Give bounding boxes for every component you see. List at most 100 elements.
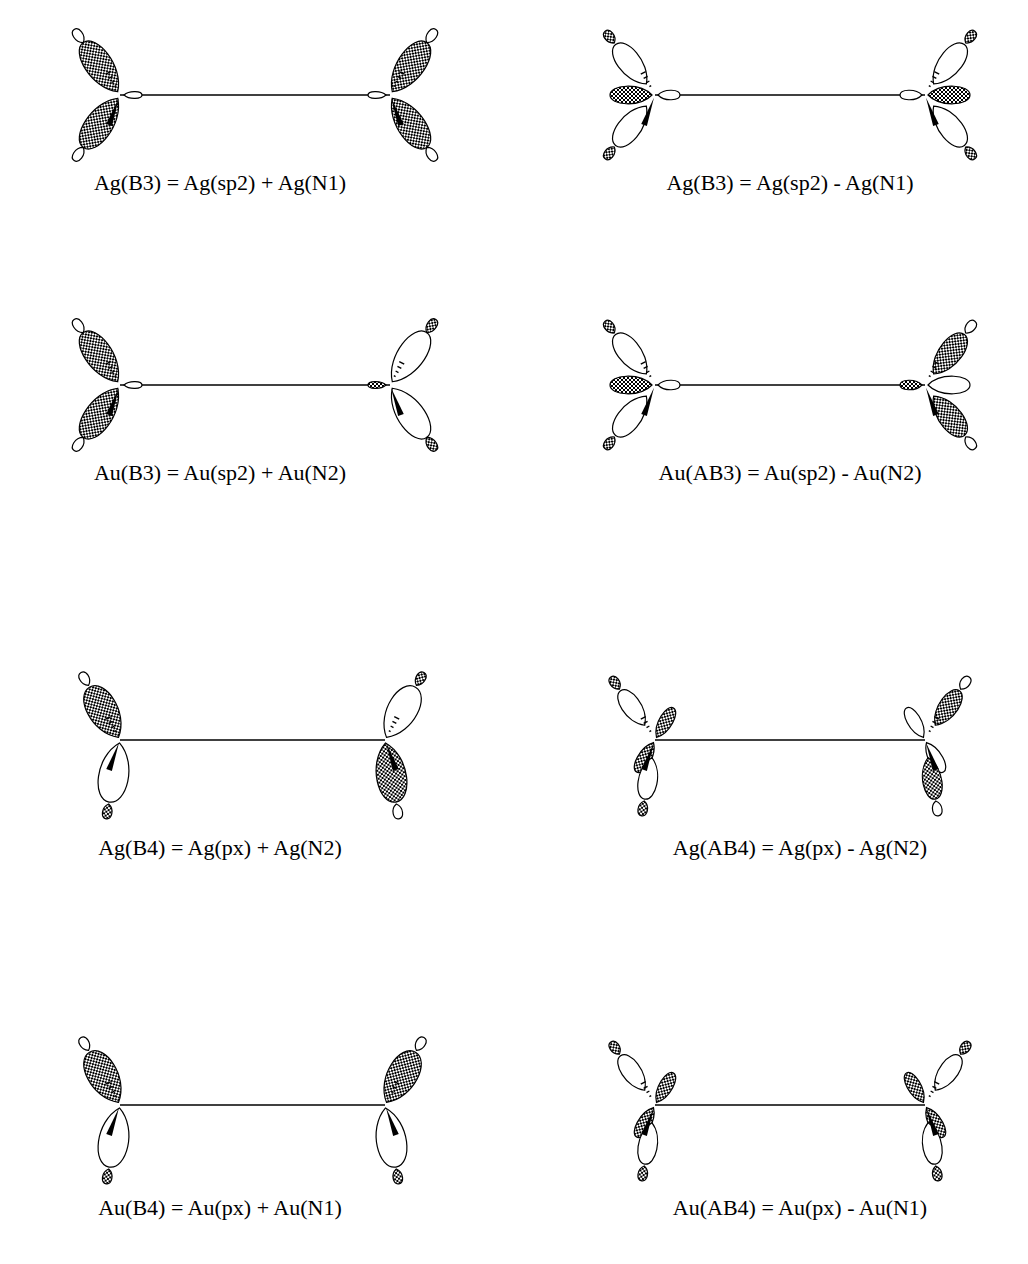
orbital-lobe (658, 380, 680, 389)
hash-mark (114, 1095, 116, 1097)
hash-mark (647, 371, 650, 373)
hashed-bond (641, 1082, 653, 1098)
orbital-lobe (613, 1050, 653, 1095)
hash-mark (391, 726, 394, 728)
orbital-lobe (72, 381, 129, 446)
hash-mark (114, 85, 116, 87)
orbital-lobe (412, 670, 428, 688)
hash-mark (106, 1082, 111, 1085)
panel-caption: Au(B3) = Au(sp2) + Au(N2) (94, 460, 346, 486)
hash-mark (394, 85, 396, 87)
hashed-bond (927, 72, 939, 88)
orbital-lobe (607, 99, 656, 153)
hash-mark (389, 730, 391, 732)
wedge-bond (641, 742, 657, 771)
hash-mark (394, 1082, 399, 1085)
hash-mark (929, 375, 931, 377)
hash-mark (112, 726, 115, 728)
orbital-lobe (77, 670, 93, 688)
hash-mark (931, 726, 934, 728)
orbital-lobe (124, 382, 142, 389)
orbital-lobe (601, 318, 618, 336)
orbital-lobe (423, 145, 440, 164)
orbital-lobe (381, 325, 438, 390)
orbital-lobe (101, 803, 113, 819)
hashed-bond (927, 717, 939, 733)
orbital-lobe (70, 317, 87, 336)
hash-mark (934, 717, 939, 720)
hash-mark (112, 371, 115, 373)
hash-mark (932, 721, 936, 723)
orbital-lobe (392, 1168, 404, 1184)
hash-mark (109, 76, 113, 78)
orbital-panel (77, 670, 429, 820)
orbital-lobe (371, 740, 411, 804)
panel-caption: Ag(B3) = Ag(sp2) - Ag(N1) (666, 170, 913, 196)
wedge-bond (106, 742, 122, 771)
hash-mark (649, 85, 651, 87)
hash-mark (394, 717, 399, 720)
panel-caption: Ag(B3) = Ag(sp2) + Ag(N1) (94, 170, 346, 196)
orbital-lobe (607, 389, 656, 443)
orbital-lobe (928, 1050, 968, 1095)
orbital-lobe (610, 86, 652, 104)
hash-mark (389, 1095, 391, 1097)
panel-caption: Au(AB4) = Au(px) - Au(N1) (673, 1195, 927, 1221)
hash-mark (114, 730, 116, 732)
hash-mark (932, 366, 936, 368)
orbital-panel (77, 1035, 429, 1185)
hash-mark (391, 1091, 394, 1093)
orbital-lobe (931, 800, 943, 816)
orbital-lobe (607, 327, 656, 381)
hash-mark (392, 1086, 396, 1088)
hash-mark (399, 362, 404, 365)
orbital-lobe (610, 376, 652, 394)
hash-mark (649, 730, 651, 732)
orbital-lobe (72, 325, 129, 390)
hash-mark (649, 1095, 651, 1097)
orbital-lobe (94, 740, 134, 804)
orbital-lobe (124, 92, 142, 99)
orbital-lobe (928, 376, 970, 394)
wedge-bond (106, 1107, 122, 1136)
orbital-panel (601, 318, 978, 451)
panel-caption: Ag(B4) = Ag(px) + Ag(N2) (98, 835, 342, 861)
orbital-lobe (607, 674, 623, 692)
hash-mark (641, 1082, 646, 1085)
hash-mark (644, 366, 648, 368)
hashed-bond (641, 72, 653, 88)
hash-mark (647, 81, 650, 83)
orbital-lobe (371, 1105, 411, 1169)
orbital-lobe (374, 1045, 429, 1110)
orbital-panel (70, 27, 440, 164)
orbital-lobe (931, 1165, 943, 1181)
hashed-bond (387, 717, 399, 733)
orbital-panel (607, 674, 973, 816)
hashed-bond (106, 1082, 118, 1098)
wedge-bond (383, 1107, 399, 1136)
bond-line (655, 94, 925, 95)
orbital-panel (601, 28, 978, 161)
orbital-lobe (381, 381, 438, 446)
hash-mark (931, 371, 934, 373)
orbital-lobe (962, 434, 979, 452)
orbital-lobe (423, 317, 440, 336)
hash-mark (109, 721, 113, 723)
orbital-lobe (381, 35, 438, 100)
orbital-lobe (368, 92, 386, 99)
hash-mark (649, 375, 651, 377)
hash-mark (931, 81, 934, 83)
orbital-lobe (901, 1070, 930, 1106)
wedge-bond (388, 97, 404, 126)
bond-line (655, 739, 925, 740)
hash-mark (647, 1091, 650, 1093)
wedge-bond (641, 387, 657, 416)
hashed-bond (392, 72, 404, 88)
orbital-lobe (962, 318, 979, 336)
orbital-lobe (423, 27, 440, 46)
hash-mark (397, 366, 401, 368)
wedge-bond (923, 387, 939, 416)
orbital-lobe (392, 803, 404, 819)
hash-mark (106, 362, 111, 365)
